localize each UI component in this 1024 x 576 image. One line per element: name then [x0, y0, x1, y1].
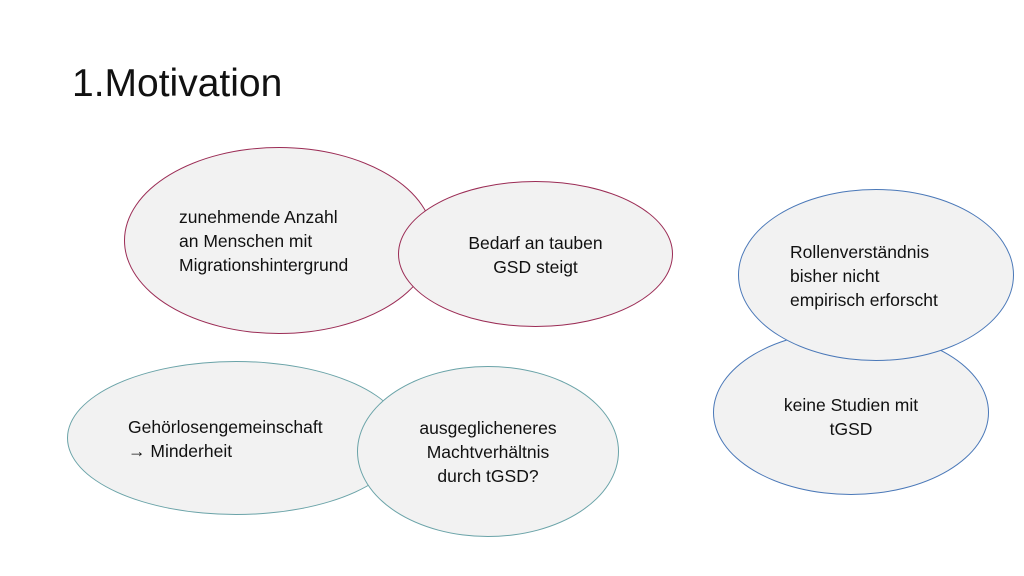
- bubble-role: [738, 189, 1014, 361]
- bubble-community: [67, 361, 405, 515]
- bubble-demand-text: Bedarf an tauben GSD steigt: [468, 233, 603, 277]
- bubble-power-text: ausgeglicheneres Machtverhältnis durch t…: [419, 418, 557, 486]
- bubble-no-studies-text: keine Studien mit tGSD: [783, 395, 919, 439]
- bubble-power: [357, 366, 619, 537]
- bubble-role-text: Rollenverständnis bisher nicht empirisch…: [790, 242, 938, 310]
- bubble-migration-text: zunehmende Anzahl an Menschen mit Migrat…: [179, 207, 349, 275]
- slide-title: 1.Motivation: [72, 62, 283, 105]
- bubble-community-text: Gehörlosengemeinschaft → Minderheit: [128, 417, 323, 461]
- bubble-demand: [398, 181, 673, 327]
- bubble-migration: [124, 147, 434, 334]
